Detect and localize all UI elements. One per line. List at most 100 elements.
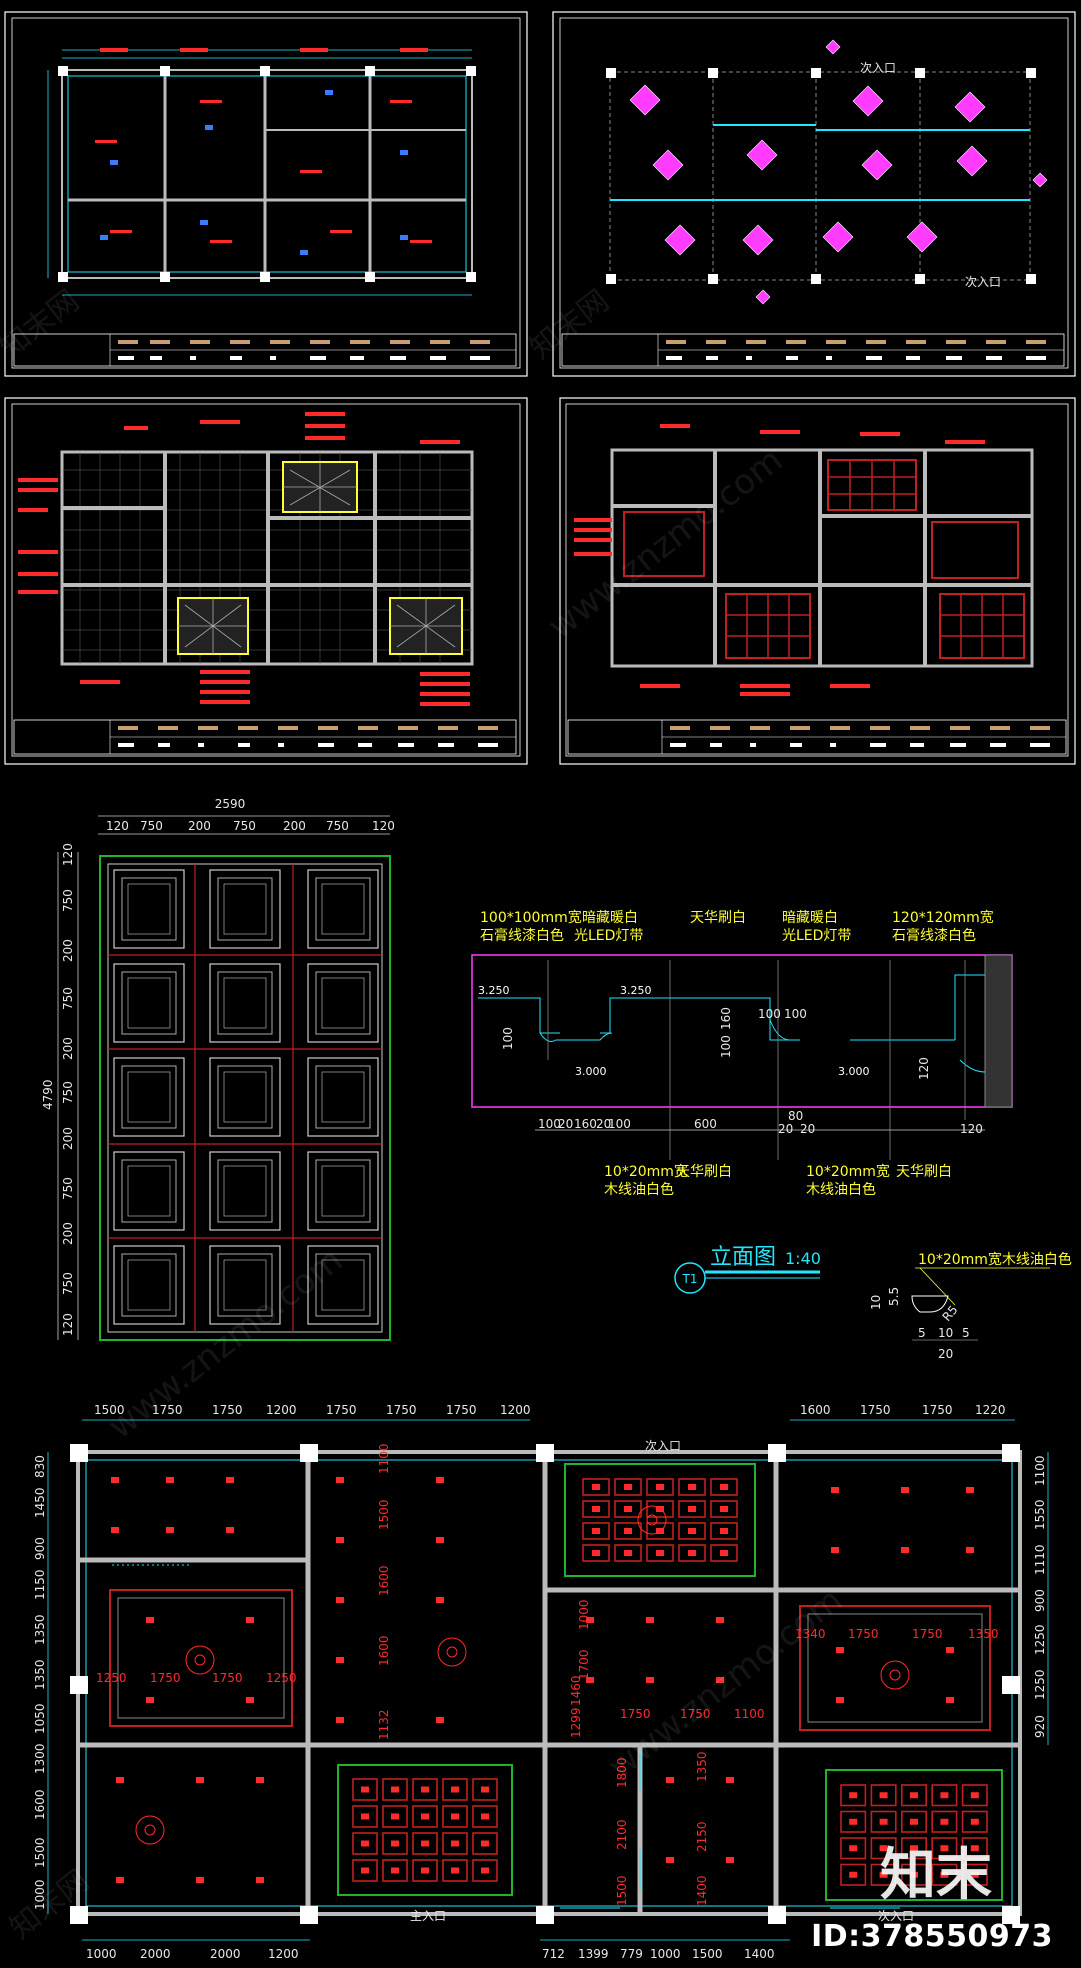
downlight-symbol: [116, 1777, 124, 1783]
elev-left-dim: 750: [61, 1177, 75, 1200]
plan-left-dim: 1350: [33, 1614, 47, 1645]
elev-top-dim: 120: [372, 819, 395, 833]
level-low-left: 3.000: [575, 1065, 607, 1078]
plan-entry-main: 主入口: [410, 1909, 446, 1923]
callout-wood-line-left: 10*20mm宽: [604, 1163, 688, 1180]
downlight-symbol: [716, 1677, 724, 1683]
plan-inner-dim: 1100: [734, 1707, 765, 1721]
plan-right-dim: 1250: [1033, 1624, 1047, 1655]
downlight-symbol: [336, 1717, 344, 1723]
detail-dim: 5: [918, 1326, 926, 1340]
elev-panel: [209, 1057, 281, 1137]
plan-inner-dim: 1750: [620, 1707, 651, 1721]
downlight-symbol: [246, 1617, 254, 1623]
plan-inner-dim: 1800: [615, 1757, 629, 1788]
elev-top-dim: 750: [326, 819, 349, 833]
downlight-symbol: [116, 1877, 124, 1883]
elev-left-dim: 200: [61, 1222, 75, 1245]
plan-inner-dim: 1299: [569, 1707, 583, 1738]
plan-left-dim: 830: [33, 1455, 47, 1478]
downlight-symbol: [836, 1697, 844, 1703]
sheet-4-ceiling-plan: [559, 397, 1076, 765]
callout-led-left: 暗藏暖白: [582, 910, 638, 926]
callout-wood-line-left-l2: 木线油白色: [604, 1181, 674, 1198]
watermark-cn: 知末网: [0, 283, 86, 366]
downlight-symbol: [196, 1777, 204, 1783]
plan-inner-dim: 1132: [377, 1709, 391, 1740]
plan-top-dim: 1600: [800, 1403, 831, 1417]
downlight-symbol: [246, 1697, 254, 1703]
plan-entry-top: 次入口: [645, 1439, 681, 1453]
callout-gypsum-120-l2: 石膏线漆白色: [892, 927, 976, 944]
watermark-cn: 知末网: [523, 283, 615, 366]
plan-inner-dim: 1750: [912, 1627, 943, 1641]
plan-inner-dim: 1250: [96, 1671, 127, 1685]
level-left: 3.250: [478, 984, 510, 997]
sheet4-coffer-2: [725, 593, 811, 659]
section-tag: T1: [682, 1272, 698, 1286]
plan-inner-dim: 1500: [615, 1875, 629, 1906]
large-ceiling-plan: 1500 1750 1750 1200 1750 1750 1750 1200 …: [33, 1403, 1049, 1961]
downlight-symbol: [256, 1877, 264, 1883]
sec-dim: 160: [719, 1007, 733, 1030]
detail-dim: 20: [938, 1347, 953, 1361]
plan-right-dim: 1550: [1033, 1499, 1047, 1530]
downlight-symbol: [646, 1677, 654, 1683]
callout-led-left-l2: 光LED灯带: [574, 928, 643, 944]
elev-left-dim: 120: [61, 843, 75, 866]
plan-bottom-dim: 1399: [578, 1947, 609, 1961]
detail-dim: 5.5: [887, 1287, 901, 1306]
downlight-symbol: [336, 1477, 344, 1483]
downlight-symbol: [966, 1487, 974, 1493]
elev-top-dim: 200: [188, 819, 211, 833]
plan-top-dim: 1750: [386, 1403, 417, 1417]
downlight-symbol: [146, 1617, 154, 1623]
sec-bottom-dim: 100: [538, 1117, 561, 1131]
plan-left-dim: 1500: [33, 1837, 47, 1868]
sec-bottom-dim: 80: [788, 1109, 803, 1123]
plan-bottom-dim: 712: [542, 1947, 565, 1961]
downlight-symbol: [946, 1697, 954, 1703]
elev-panel: [307, 1057, 379, 1137]
elev-panel: [307, 1151, 379, 1231]
plan-right-dim: 1110: [1033, 1544, 1047, 1575]
downlight-symbol: [336, 1537, 344, 1543]
elev-panel: [113, 1245, 185, 1325]
elev-panel: [209, 1151, 281, 1231]
plan-inner-dim: 1750: [848, 1627, 879, 1641]
downlight-symbol: [836, 1647, 844, 1653]
downlight-symbol: [436, 1717, 444, 1723]
plan-inner-dim: 1460: [569, 1675, 583, 1706]
sec-bottom-dim: 20: [558, 1117, 573, 1131]
downlight-symbol: [111, 1527, 119, 1533]
sec-bottom-dim: 20: [800, 1122, 815, 1136]
elev-panel: [307, 1245, 379, 1325]
downlight-symbol: [716, 1617, 724, 1623]
brand-logo: 知末: [880, 1843, 992, 1908]
level-mid: 3.250: [620, 984, 652, 997]
coffer-grid: [840, 1784, 988, 1886]
plan-inner-dim: 2150: [695, 1821, 709, 1852]
callout-wood-line-right: 10*20mm宽: [806, 1163, 890, 1180]
elev-overall-height: 4790: [41, 1079, 55, 1110]
downlight-symbol: [831, 1547, 839, 1553]
detail-dim: R5: [940, 1303, 961, 1324]
downlight-symbol: [436, 1477, 444, 1483]
downlight-symbol: [256, 1777, 264, 1783]
sheet2-entry-bottom: 次入口: [965, 275, 1001, 289]
sheet-2-lighting-plan: 次入口 次入口: [552, 11, 1076, 377]
downlight-symbol: [901, 1547, 909, 1553]
elev-left-dim: 750: [61, 1272, 75, 1295]
plan-bottom-dim: 1000: [650, 1947, 681, 1961]
plan-top-dim: 1750: [922, 1403, 953, 1417]
callout-ceiling-white: 天华刷白: [690, 910, 746, 926]
downlight-symbol: [436, 1537, 444, 1543]
plan-inner-dim: 2100: [615, 1819, 629, 1850]
downlight-symbol: [146, 1697, 154, 1703]
plan-left-dim: 900: [33, 1537, 47, 1560]
detail-dim: 10: [869, 1295, 883, 1310]
callout-ceiling-white-2: 天华刷白: [676, 1164, 732, 1180]
detail-dim: 5: [962, 1326, 970, 1340]
sec-bottom-dim: 100: [608, 1117, 631, 1131]
downlight-symbol: [666, 1857, 674, 1863]
